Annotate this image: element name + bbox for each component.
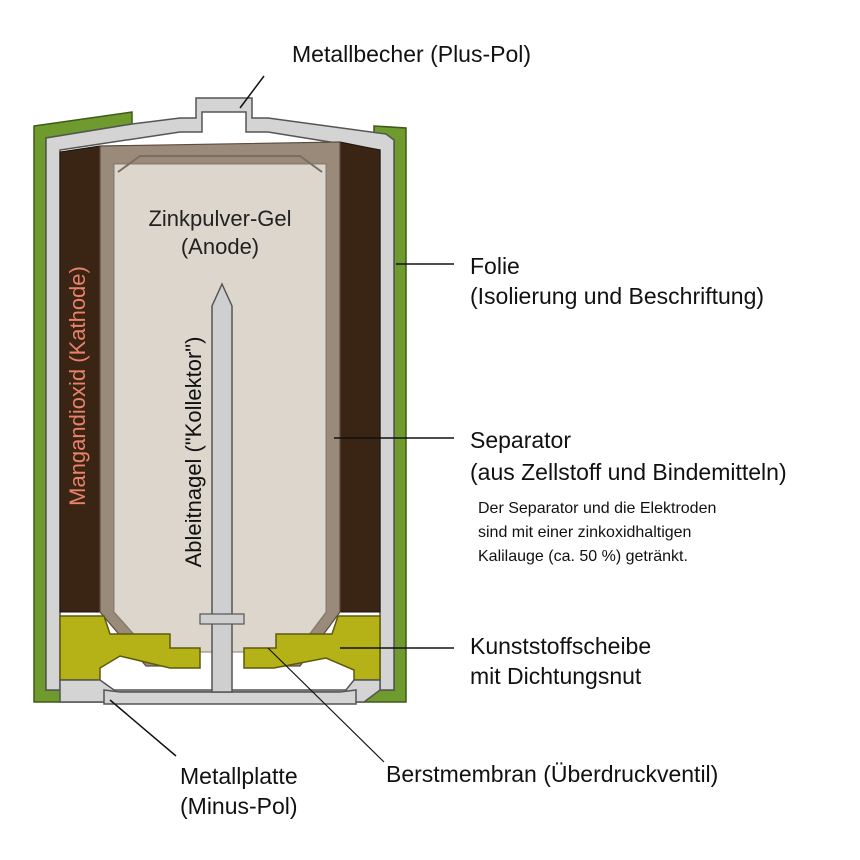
ableitnagel-head bbox=[199, 613, 245, 625]
kathode-shape-right bbox=[339, 141, 381, 613]
anode-top-cap bbox=[117, 155, 323, 173]
note-line-1: Der Separator und die Elektroden bbox=[478, 500, 717, 517]
label-separator-sub: (aus Zellstoff und Bindemitteln) bbox=[470, 459, 787, 485]
label-folie-sub: (Isolierung und Beschriftung) bbox=[470, 283, 765, 309]
note-line-2: sind mit einer zinkoxidhaltigen bbox=[478, 524, 692, 541]
label-berstmembran: Berstmembran (Überdruckventil) bbox=[386, 761, 719, 787]
label-separator: Separator bbox=[470, 427, 572, 453]
label-kathode: Mangandioxid (Kathode) bbox=[65, 266, 90, 506]
leader-metallbecher bbox=[239, 75, 265, 109]
leader-berstmembran bbox=[267, 647, 385, 763]
label-ableitnagel: Ableitnagel ("Kollektor") bbox=[181, 336, 206, 568]
label-metallplatte-sub: (Minus-Pol) bbox=[180, 793, 298, 819]
label-kunststoffscheibe: Kunststoffscheibe bbox=[470, 633, 652, 659]
label-kunststoffscheibe-sub: mit Dichtungsnut bbox=[470, 663, 642, 689]
leader-metallplatte bbox=[109, 699, 177, 757]
label-metallbecher: Metallbecher (Plus-Pol) bbox=[292, 41, 532, 67]
note-line-3: Kalilauge (ca. 50 %) getränkt. bbox=[478, 548, 688, 565]
metallplatte-bottom bbox=[103, 689, 357, 705]
ableitnagel-shape bbox=[211, 282, 233, 693]
label-folie: Folie bbox=[470, 253, 520, 279]
label-metallplatte: Metallplatte bbox=[180, 763, 298, 789]
label-anode: (Anode) bbox=[180, 234, 260, 259]
label-zinkpulver-gel: Zinkpulver-Gel bbox=[148, 206, 292, 231]
